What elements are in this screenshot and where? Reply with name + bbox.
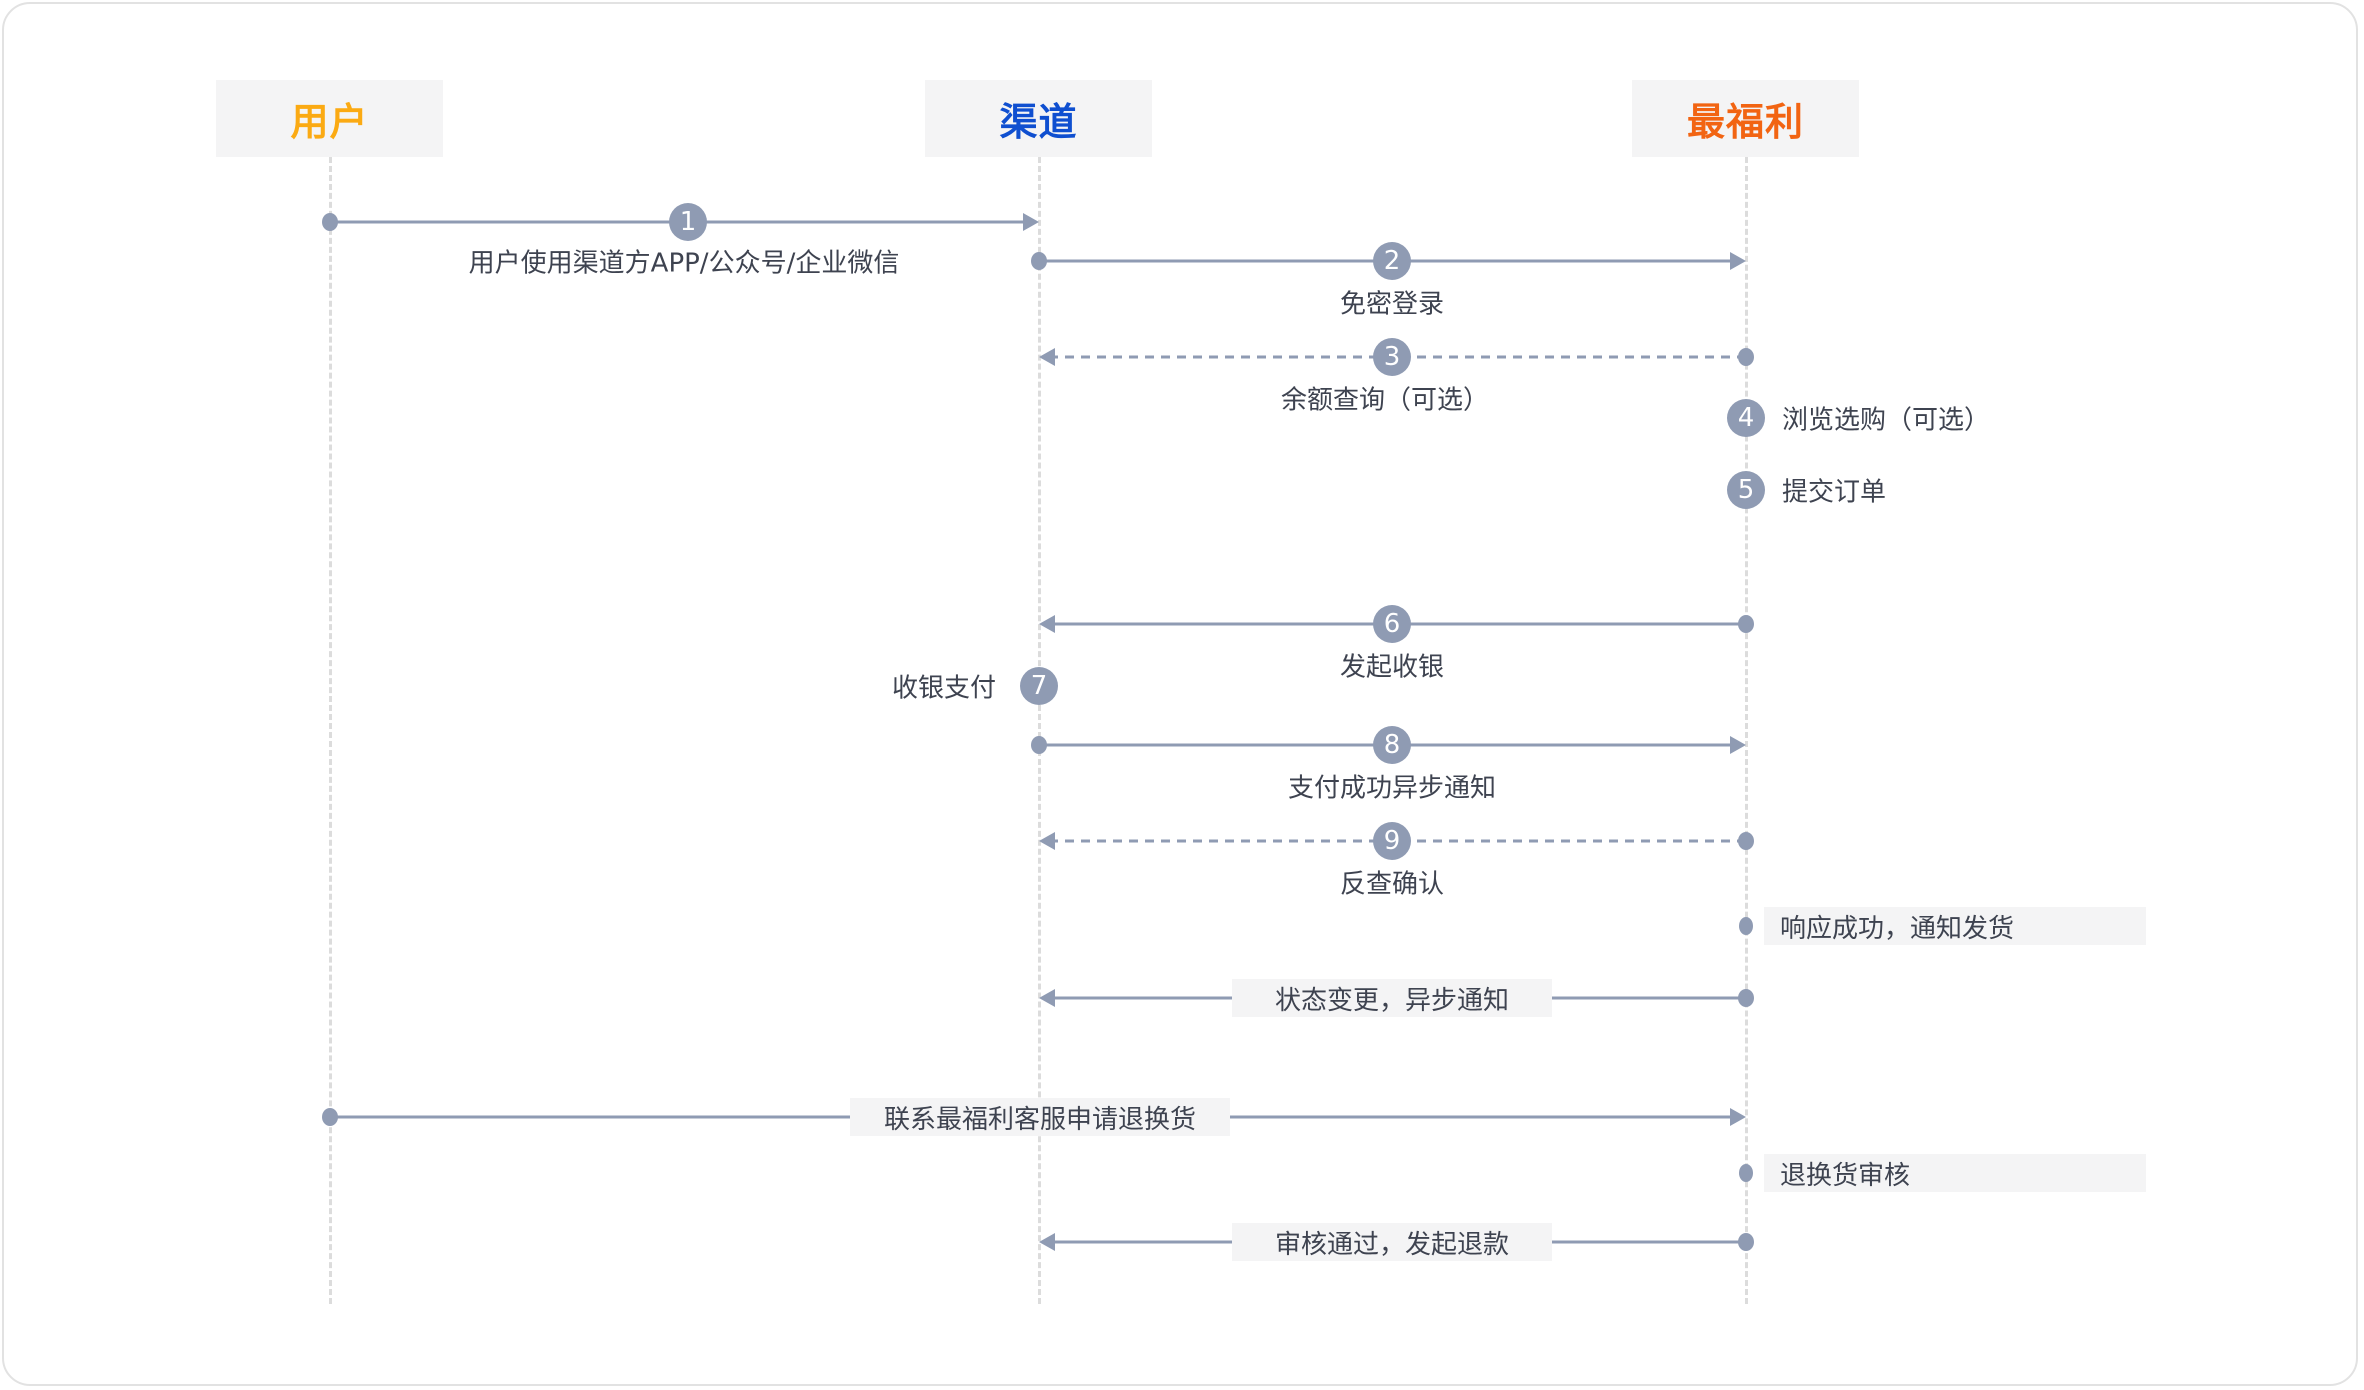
step-badge-3: 3 [1373,338,1411,376]
step-label-3: 余额查询（可选） [1280,385,1490,416]
arrow-3-arrowhead [1039,348,1055,366]
step-badge-1: 1 [669,203,707,241]
arrow-2-arrowhead [1730,252,1746,270]
step-label-8: 支付成功异步通知 [1287,773,1497,804]
arrow-contact-service-start-dot [322,1108,338,1126]
arrow-1-arrowhead [1023,213,1039,231]
step-badge-9: 9 [1373,822,1411,860]
arrow-1-start-dot [322,213,338,231]
actor-platform: 最福利 [1632,80,1859,157]
note-ship-notify: 响应成功，通知发货 [1764,907,2146,945]
step-badge-8: 8 [1373,726,1411,764]
step-label-5: 提交订单 [1782,477,1887,508]
arrow-contact-service-arrowhead [1730,1108,1746,1126]
arrow-8-start-dot [1031,736,1047,754]
step-badge-7: 7 [1020,667,1058,705]
arrow-8-arrowhead [1730,736,1746,754]
arrow-9-start-dot [1738,832,1754,850]
arrow-6-start-dot [1738,615,1754,633]
note-contact-service: 联系最福利客服申请退换货 [850,1098,1230,1136]
arrow-status-change-start-dot [1738,989,1754,1007]
arrow-3 [1039,348,1754,366]
lifeline-platform [1745,157,1748,1304]
arrow-2-start-dot [1031,252,1047,270]
step-label-6: 发起收银 [1339,652,1445,683]
arrow-refund-arrowhead [1039,1233,1055,1251]
arrow-6-arrowhead [1039,615,1055,633]
actor-user-label: 用户 [290,100,369,144]
step-badge-5: 5 [1727,471,1765,509]
note-status-change: 状态变更，异步通知 [1232,979,1552,1017]
note-return-audit: 退换货审核 [1764,1154,2146,1192]
actor-channel: 渠道 [925,80,1152,157]
step-badge-4: 4 [1727,399,1765,437]
step-label-9: 反查确认 [1339,869,1445,900]
arrow-3-start-dot [1738,348,1754,366]
arrow-refund-start-dot [1738,1233,1754,1251]
actor-user: 用户 [216,80,443,157]
note-refund: 审核通过，发起退款 [1232,1223,1552,1261]
lifeline-channel [1038,157,1041,1304]
step-label-1: 用户使用渠道方APP/公众号/企业微信 [468,248,900,279]
actor-platform-label: 最福利 [1686,100,1804,144]
actor-channel-label: 渠道 [999,100,1078,144]
step-label-7: 收银支付 [892,673,997,704]
arrow-status-change-arrowhead [1039,989,1055,1007]
arrow-9-arrowhead [1039,832,1055,850]
step-badge-2: 2 [1373,242,1411,280]
note-ship-notify-dot [1739,917,1753,935]
lifeline-user [329,157,332,1304]
step-label-4: 浏览选购（可选） [1782,405,1991,436]
note-return-audit-dot [1739,1164,1753,1182]
arrow-9 [1039,832,1754,850]
step-label-2: 免密登录 [1339,289,1445,320]
step-badge-6: 6 [1373,605,1411,643]
